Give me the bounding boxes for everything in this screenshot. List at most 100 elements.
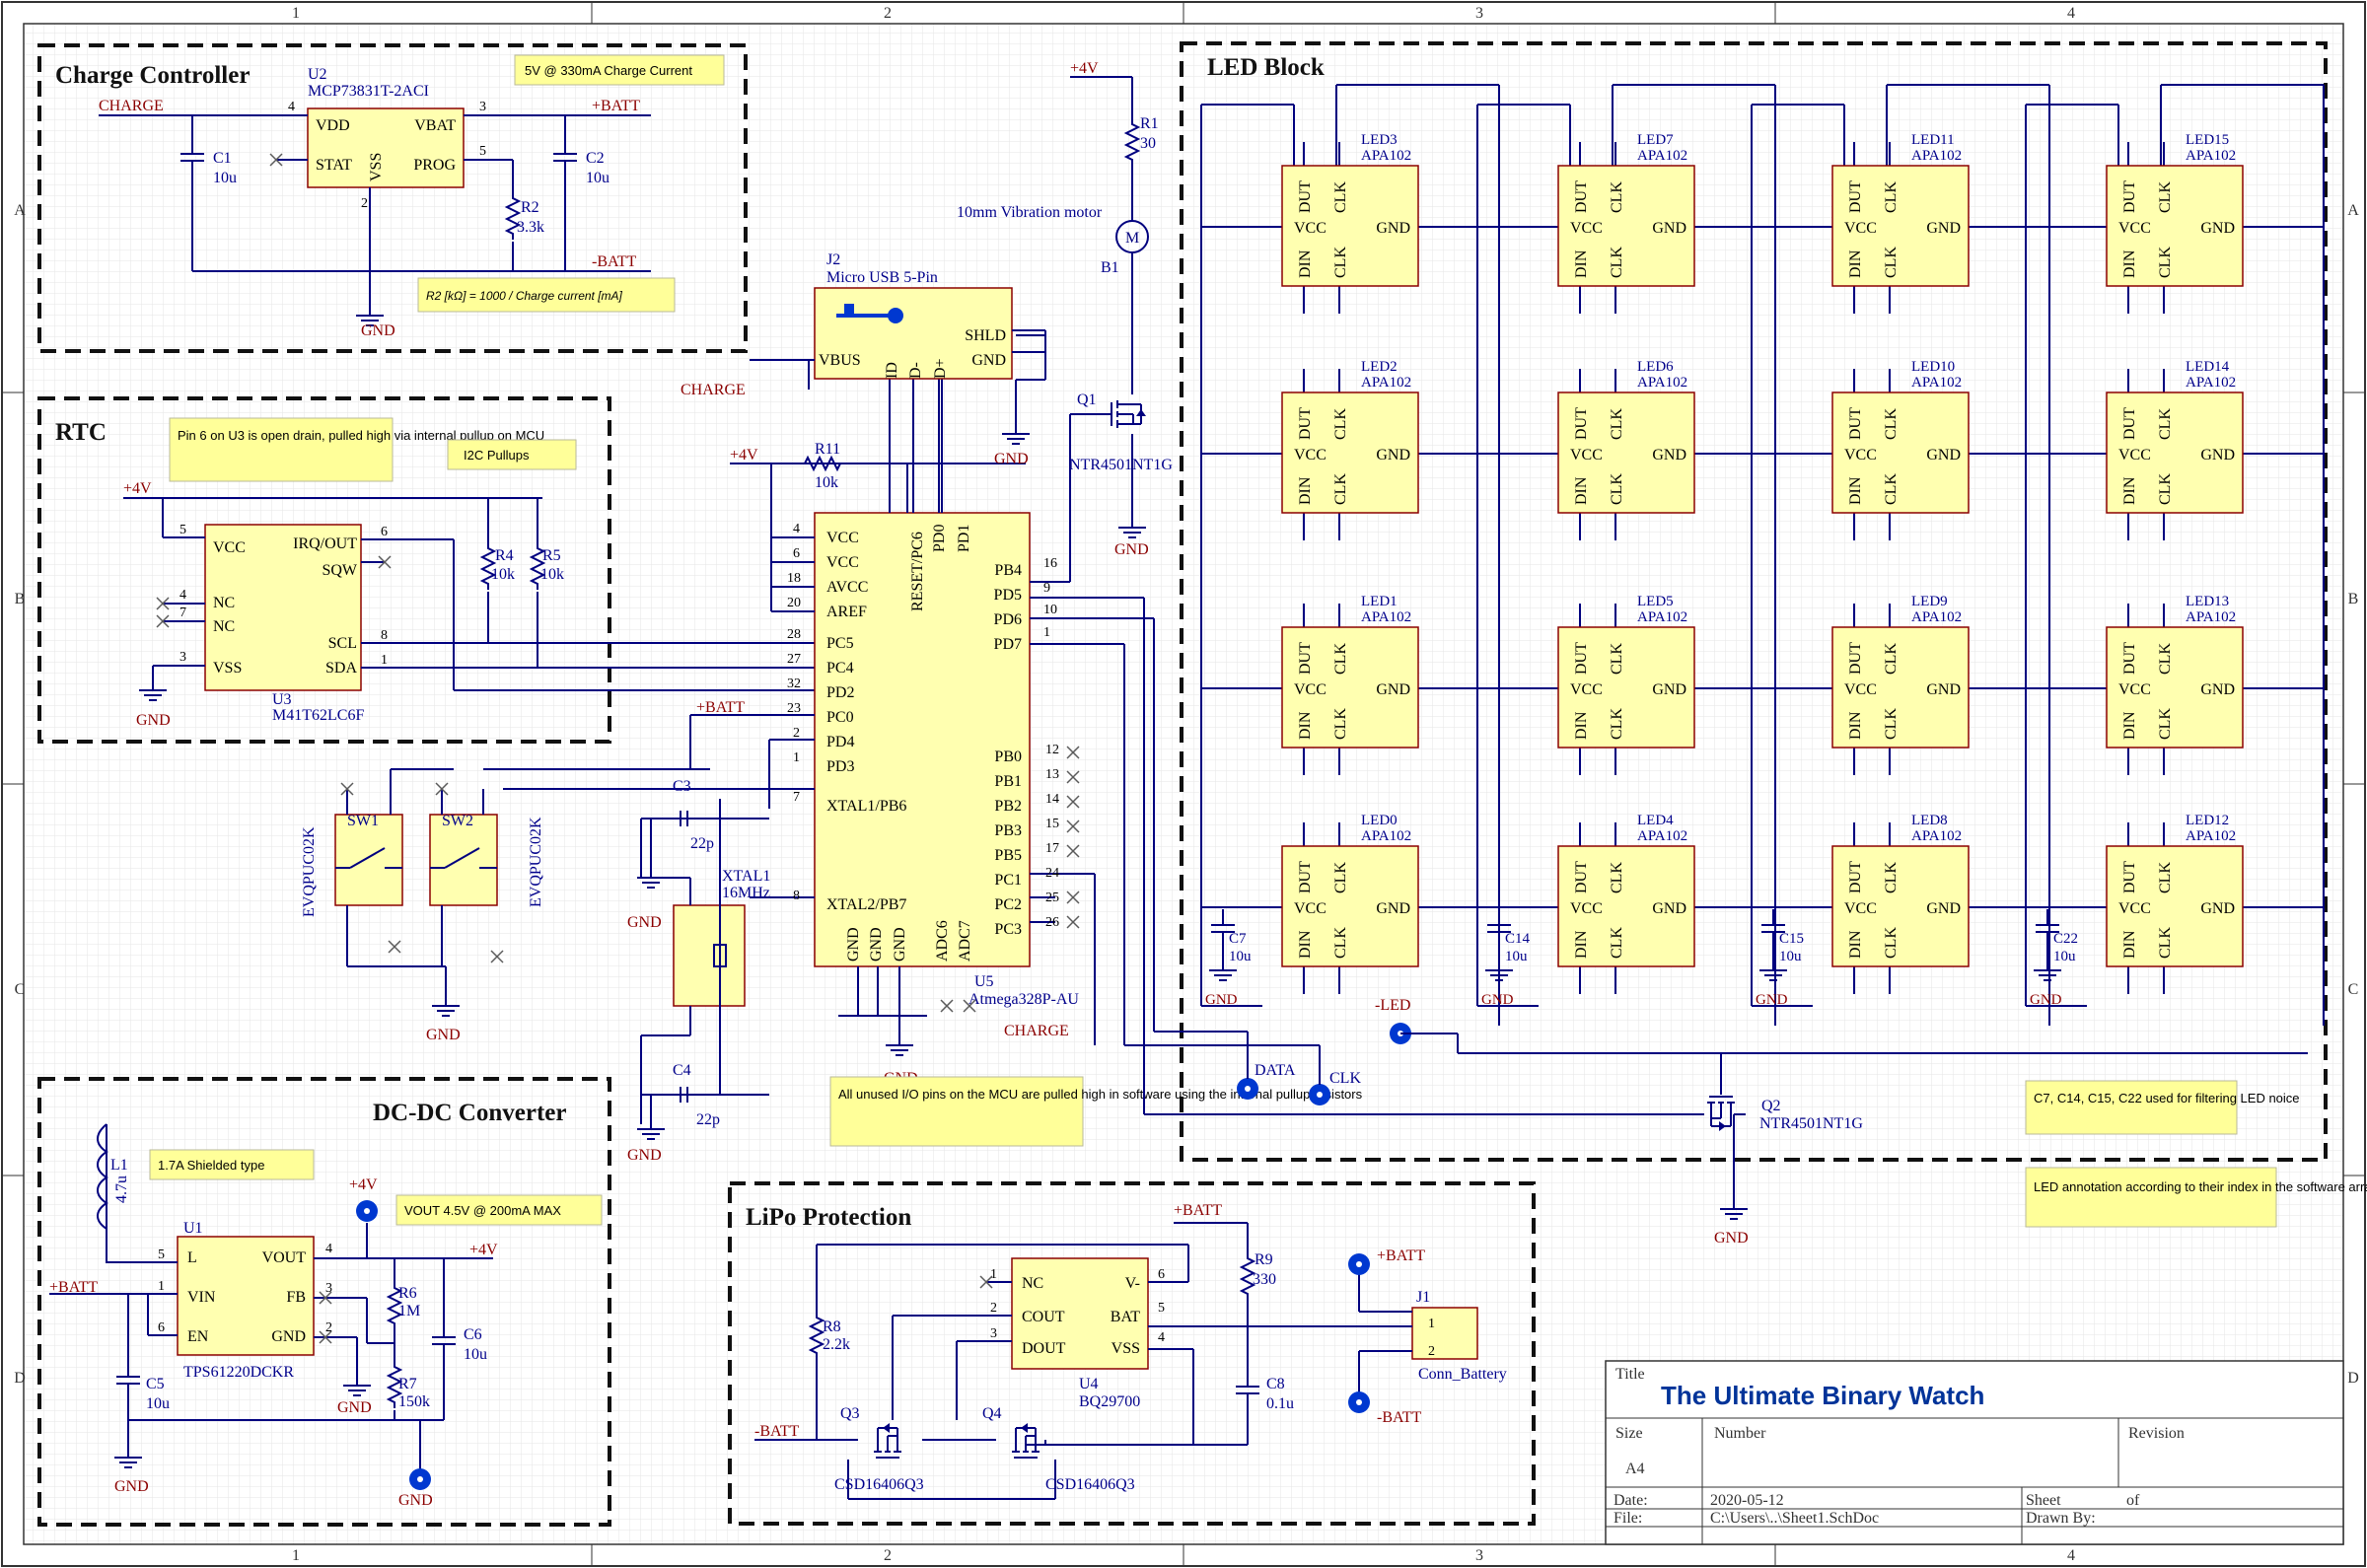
u5-pin-gnd-3: GND: [892, 927, 908, 962]
svg-text:4: 4: [288, 100, 295, 114]
r5-designator: R5: [542, 547, 561, 564]
led-value: APA102: [2186, 609, 2236, 625]
led-filter-cap-designator: C7: [1229, 931, 1247, 947]
dcdc-section: L VIN EN VOUT FB GND U1 TPS61220DCKR L1 …: [49, 1123, 603, 1509]
led-pin-clk-top: CLK: [1332, 643, 1349, 675]
sw1-body: [334, 814, 403, 906]
led-filter-cap-gnd: GND: [1756, 992, 1788, 1008]
led-pin-vcc: VCC: [1294, 900, 1327, 917]
led-filter-cap-gnd: GND: [2030, 992, 2062, 1008]
led-pin-clk-top: CLK: [1609, 862, 1625, 893]
led-body: [1831, 392, 1970, 514]
note-vout-text: VOUT 4.5V @ 200mA MAX: [404, 1203, 561, 1218]
led-pin-clk-top: CLK: [1609, 181, 1625, 213]
led-body: [1557, 845, 1695, 967]
led-designator: LED1: [1361, 594, 1398, 609]
grid-col-4-top: 4: [2067, 5, 2075, 22]
led-pin-clk-top: CLK: [1332, 862, 1349, 893]
grid-row-b-right: B: [2348, 591, 2359, 607]
led-designator: LED12: [2186, 813, 2229, 828]
svg-text:18: 18: [787, 571, 801, 586]
u5-pin-pb2: PB2: [994, 798, 1022, 815]
led-designator: LED7: [1637, 132, 1674, 148]
size-value: A4: [1625, 1461, 1645, 1477]
svg-text:3: 3: [325, 1281, 332, 1296]
svg-text:32: 32: [787, 677, 801, 691]
grid-col-4-bottom: 4: [2067, 1547, 2075, 1564]
r2-designator: R2: [521, 199, 539, 216]
led-pin-dut: DUT: [1297, 180, 1314, 213]
u4-designator: U4: [1079, 1376, 1099, 1392]
u1-body: [177, 1236, 315, 1356]
net-4v-mcu: +4V: [730, 447, 758, 463]
u5-pin-xtal2: XTAL2/PB7: [826, 896, 906, 913]
q4-designator: Q4: [982, 1405, 1002, 1422]
block-title-dcdc: DC-DC Converter: [373, 1100, 566, 1126]
led-designator: LED11: [1911, 132, 1955, 148]
led-body: [2106, 392, 2244, 514]
r8-designator: R8: [823, 1319, 841, 1335]
svg-text:25: 25: [1045, 891, 1059, 905]
svg-text:2: 2: [1428, 1344, 1435, 1359]
led-pin-din: DIN: [1847, 249, 1864, 278]
probe-clk-label: CLK: [1329, 1070, 1361, 1087]
u2-value: MCP73831T-2ACI: [308, 83, 429, 100]
led-pin-vcc: VCC: [1844, 447, 1877, 463]
probe-4v-label: +4V: [349, 1176, 378, 1193]
grid-row-d-left: D: [14, 1370, 26, 1387]
note-charge-current-text: 5V @ 330mA Charge Current: [525, 63, 692, 78]
number-label: Number: [1714, 1425, 1766, 1442]
r11-designator: R11: [815, 441, 840, 458]
led-pin-clk-top: CLK: [1609, 643, 1625, 675]
led-body: [1281, 845, 1419, 967]
u5-pin-pc0: PC0: [826, 709, 854, 726]
led-designator: LED14: [2186, 359, 2230, 375]
svg-text:M: M: [1125, 230, 1139, 247]
r11-value: 10k: [815, 474, 838, 491]
u3-value: M41T62LC6F: [272, 707, 364, 724]
q4-value: CSD16406Q3: [1045, 1476, 1135, 1493]
c1-designator: C1: [213, 150, 232, 167]
svg-text:2: 2: [793, 726, 800, 741]
svg-text:28: 28: [787, 627, 801, 642]
u5-pin-vcc-2: VCC: [826, 554, 859, 571]
svg-text:5: 5: [179, 523, 186, 537]
svg-text:1: 1: [1428, 1317, 1435, 1331]
note-led-annotation-text: LED annotation according to their index …: [2034, 1179, 2367, 1194]
led-pin-gnd: GND: [2200, 900, 2235, 917]
led-pin-vcc: VCC: [1294, 447, 1327, 463]
u5-pin-pd2: PD2: [826, 684, 854, 701]
svg-text:6: 6: [158, 1320, 165, 1335]
led-pin-clk-top: CLK: [1883, 862, 1900, 893]
u2-designator: U2: [308, 66, 327, 83]
gnd-label-xtal-bottom: GND: [627, 1147, 662, 1164]
j2-value: Micro USB 5-Pin: [826, 269, 938, 286]
svg-text:1: 1: [158, 1279, 165, 1294]
led-pin-clk-bottom: CLK: [1883, 927, 1900, 959]
date-label: Date:: [1614, 1492, 1648, 1509]
revision-label: Revision: [2128, 1425, 2185, 1442]
led-value: APA102: [1637, 828, 1687, 844]
led-pin-din: DIN: [2121, 930, 2138, 959]
svg-text:6: 6: [793, 546, 800, 561]
title-label: Title: [1615, 1366, 1645, 1383]
net-batt-pos-u2: +BATT: [592, 98, 640, 114]
led-pin-din: DIN: [1847, 476, 1864, 505]
note-rtc-open-drain: Pin 6 on U3 is open drain, pulled high v…: [169, 417, 544, 482]
u5-pin-pd5: PD5: [994, 587, 1022, 604]
led-pin-din: DIN: [2121, 711, 2138, 740]
led-value: APA102: [1911, 148, 1962, 164]
led-pin-din: DIN: [1297, 476, 1314, 505]
u2-pin-vbat: VBAT: [414, 117, 456, 134]
u3-pin-vss: VSS: [213, 660, 242, 677]
r4-designator: R4: [495, 547, 514, 564]
led-pin-din: DIN: [1297, 249, 1314, 278]
c5-value: 10u: [146, 1395, 170, 1412]
j2-body: [814, 287, 1013, 380]
j1-designator: J1: [1416, 1289, 1430, 1306]
grid-row-a-right: A: [2347, 202, 2359, 219]
